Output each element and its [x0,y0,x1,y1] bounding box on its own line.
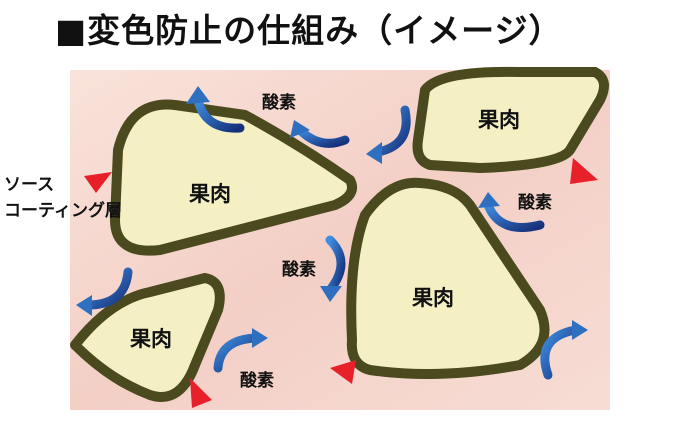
page-title: ■変色防止の仕組み（イメージ） [55,11,563,50]
marker-triangle [84,172,112,193]
fruit-piece-top-left [110,99,358,256]
oxygen-label: 酸素 [240,371,274,391]
oxygen-arrow-icon [193,95,245,133]
arrowhead-icon [478,192,500,208]
oxygen-arrow-icon [483,200,545,232]
oxygen-arrow-icon [83,267,133,310]
marker-triangle [330,360,356,384]
oxygen-arrow-icon [373,105,411,157]
fruit-label: 果肉 [412,286,454,310]
coating-markers [84,158,598,408]
oxygen-arrow-icon [540,325,580,380]
arrowhead-icon [366,142,382,164]
arrowhead-icon [572,320,588,340]
oxygen-arrow-icon [325,235,346,295]
marker-triangle [190,378,212,408]
arrowhead-icon [320,286,342,302]
arrowhead-icon [290,120,310,138]
sauce-label-line1: ソース [4,175,55,195]
oxygen-arrow-icon [213,333,260,373]
fruit-piece-top-right [412,66,609,173]
marker-triangle [570,158,598,184]
fruit-label: 果肉 [189,182,231,206]
fruit-label: 果肉 [130,327,172,351]
fruit-label: 果肉 [478,108,520,132]
oxygen-label: 酸素 [262,93,296,113]
fruit-piece-bottom-left [70,273,225,402]
oxygen-label: 酸素 [518,193,552,213]
fruit-piece-center-right [346,177,550,379]
sauce-label-line2: コーティング層 [4,201,122,221]
arrowhead-icon [252,328,268,348]
sauce-coating-label: ソース コーティング層 [4,172,122,224]
oxygen-label: 酸素 [282,260,316,280]
oxygen-arrow-icon [295,125,350,148]
arrowhead-icon [186,86,210,104]
arrowhead-icon [76,295,92,316]
